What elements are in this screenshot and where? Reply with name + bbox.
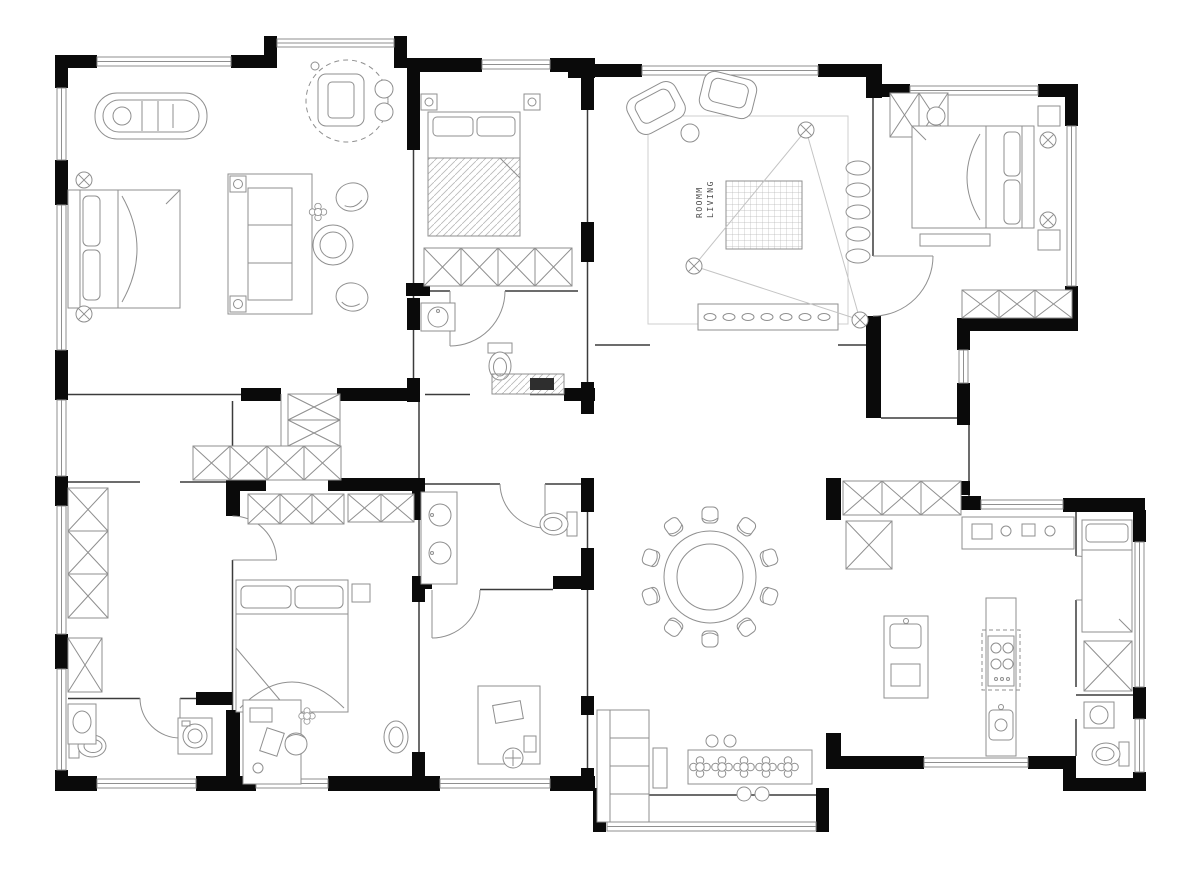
reading-nook xyxy=(305,59,394,143)
upper-cabinets xyxy=(842,480,962,516)
ceiling-light-icon xyxy=(75,305,93,323)
nightstand xyxy=(523,93,541,111)
maid-room xyxy=(1081,519,1133,767)
ceiling-light-icon xyxy=(797,121,815,139)
ceiling-light-icon xyxy=(851,311,869,329)
sink xyxy=(428,541,452,565)
sink-counter xyxy=(1083,701,1115,729)
closet xyxy=(67,637,103,693)
chaise-lounge xyxy=(94,92,208,140)
sink xyxy=(427,306,449,328)
living-room: ROOMM LIVING xyxy=(626,70,871,331)
hallway-storage xyxy=(67,393,342,693)
bathroom-1 xyxy=(67,703,213,759)
ceiling-light-icon xyxy=(75,171,93,189)
pendant-light-icon xyxy=(926,106,946,126)
bathroom-2 xyxy=(420,302,565,395)
wardrobe xyxy=(247,493,345,525)
living-room-label-line2: LIVING xyxy=(706,180,715,218)
sideboard xyxy=(687,734,813,802)
bedroom-3 xyxy=(889,92,1073,319)
bathroom-3 xyxy=(420,491,578,585)
rug xyxy=(725,180,803,250)
counter-top xyxy=(961,516,1075,550)
kitchen xyxy=(842,480,1075,757)
armchair xyxy=(626,81,686,135)
stove xyxy=(987,635,1015,687)
closet xyxy=(287,393,341,447)
double-bed xyxy=(235,579,349,713)
armchair xyxy=(335,182,369,212)
nightstand xyxy=(1037,229,1061,251)
furniture-layer: ROOMM LIVING xyxy=(67,59,1133,823)
nightstand xyxy=(1037,105,1061,127)
closet xyxy=(67,487,109,619)
dining-table xyxy=(663,530,757,624)
ceiling-light-icon xyxy=(685,257,703,275)
double-bed xyxy=(67,189,181,309)
double-bed xyxy=(911,125,1035,229)
sink xyxy=(428,503,452,527)
ceiling-light-icon xyxy=(1039,211,1057,229)
nightstand xyxy=(351,583,371,603)
desk xyxy=(242,699,302,785)
single-bed xyxy=(427,111,521,237)
threshold xyxy=(530,378,554,390)
wardrobe xyxy=(961,289,1073,319)
bedroom-2 xyxy=(420,93,573,287)
closet xyxy=(192,445,342,481)
side-table xyxy=(680,123,700,143)
single-bed xyxy=(1081,519,1133,633)
sofa-console xyxy=(227,173,313,315)
piano xyxy=(596,709,668,823)
toilet xyxy=(1091,741,1130,767)
tv-console xyxy=(697,303,839,331)
armchair xyxy=(335,282,369,312)
sink-counter xyxy=(67,703,97,745)
study xyxy=(477,685,541,769)
kitchen-sink xyxy=(988,704,1014,741)
dining-room xyxy=(596,506,813,823)
window-panes xyxy=(56,38,1145,832)
desk-chair xyxy=(502,747,524,769)
light-wiring xyxy=(693,128,861,321)
desk-chair xyxy=(284,732,308,756)
cabinet xyxy=(1083,640,1133,692)
living-room-label-line1: ROOMM xyxy=(695,186,704,218)
nightstand xyxy=(420,93,438,111)
round-side-table xyxy=(312,224,354,266)
fridge xyxy=(845,520,893,570)
armchair xyxy=(383,720,409,754)
decor-shelf xyxy=(845,160,871,264)
closet xyxy=(347,493,415,523)
windows-layer xyxy=(56,38,1145,832)
wardrobe xyxy=(423,247,573,287)
washing-machine xyxy=(177,717,213,755)
armchair xyxy=(698,70,758,120)
ceiling-light-icon xyxy=(1039,131,1057,149)
toilet xyxy=(539,511,578,537)
bedroom-4 xyxy=(235,493,415,785)
bed-bench xyxy=(919,233,991,247)
island xyxy=(883,615,929,699)
master-bedroom xyxy=(67,59,394,323)
